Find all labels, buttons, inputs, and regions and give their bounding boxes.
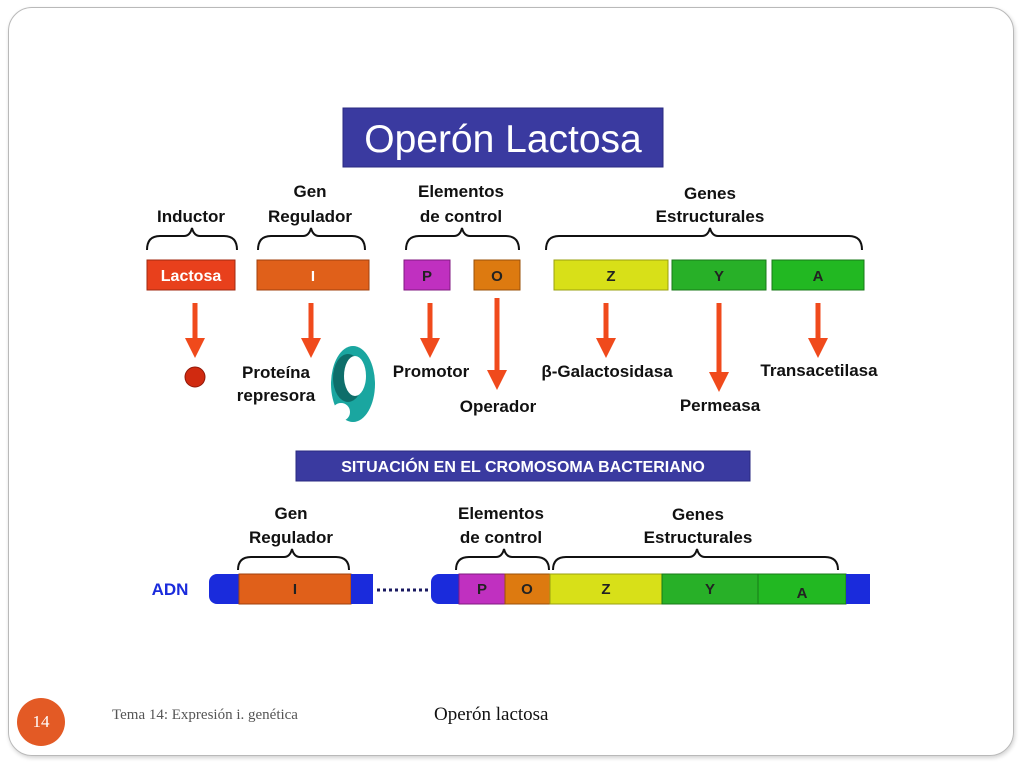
footer-slide-title: Operón lactosa [434,704,549,725]
page-number-badge: 14 [17,698,65,746]
label-permeasa: Permeasa [680,396,761,415]
dna-seg-y [661,573,759,605]
title-box [342,107,664,168]
box-z-label: Z [606,268,615,285]
label-proteina: Proteína [242,363,311,382]
bracket-elementos [405,227,520,251]
dna-spacer-1 [351,574,373,604]
diagram-title: Operón Lactosa [364,118,642,161]
label-represora: represora [237,386,316,405]
label-galactosidasa: β-Galactosidasa [541,362,673,381]
dna-seg-y-label: Y [705,581,715,598]
box-i [256,259,370,291]
dna-seg-p-label: P [477,581,487,598]
dna-seg-a [757,573,847,605]
box-i-label: I [311,268,315,285]
bracket-gen-regulador [257,227,366,251]
label-elementos: Elementos [418,182,504,201]
bottom-label-elementos: Elementos [458,504,544,523]
repressor-protein-icon [331,346,375,422]
dna-seg-z [549,573,663,605]
dna-cap-left-fill [225,574,239,604]
box-y-label: Y [714,268,724,285]
box-o-label: O [491,268,503,285]
bottom-label-estructurales: Estructurales [644,528,753,547]
box-a-label: A [813,268,824,285]
subtitle-box [295,450,751,482]
bottom-label-de-control: de control [460,528,542,547]
dna-seg-p [458,573,506,605]
dna-seg-o [504,573,551,605]
box-z [553,259,669,291]
box-y [671,259,767,291]
label-genes: Genes [684,184,736,203]
dna-cap-right [846,574,870,604]
label-de-control: de control [420,207,502,226]
label-regulador: Regulador [268,207,352,226]
bottom-label-genes: Genes [672,505,724,524]
box-lactosa [146,259,236,291]
label-gen: Gen [293,182,326,201]
footer-course-title: Tema 14: Expresión i. genética [112,707,298,723]
dna-seg-i-label: I [293,581,297,598]
box-a [771,259,865,291]
label-operador: Operador [460,397,537,416]
inductor-molecule-icon [184,366,206,388]
bottom-bracket-genes [552,548,839,571]
dna-seg-i [238,573,352,605]
adn-label: ADN [152,580,189,599]
bottom-label-gen: Gen [274,504,307,523]
bottom-bracket-elementos [455,548,550,571]
dna-seg-o-label: O [521,581,533,598]
bottom-label-regulador: Regulador [249,528,333,547]
box-p [403,259,451,291]
label-inductor: Inductor [157,207,225,226]
label-transacetilasa: Transacetilasa [760,361,878,380]
slide-frame [8,7,1014,756]
dna-cap-mid-fill [445,574,459,604]
bottom-bracket-gen-regulador [237,548,350,571]
box-p-label: P [422,268,432,285]
bracket-inductor [146,227,238,251]
box-lactosa-label: Lactosa [161,268,222,285]
dna-seg-z-label: Z [601,581,610,598]
label-estructurales: Estructurales [656,207,765,226]
label-promotor: Promotor [393,362,470,381]
box-o [473,259,521,291]
subtitle-label: SITUACIÓN EN EL CROMOSOMA BACTERIANO [341,457,705,476]
dna-seg-a-label: A [797,585,808,602]
bracket-genes [545,227,863,251]
